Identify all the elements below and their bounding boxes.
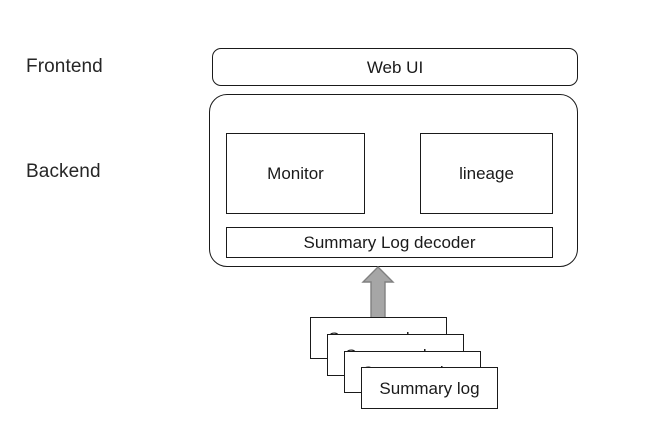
summary-log-document: Summary log	[361, 367, 498, 409]
upward-arrow-icon	[361, 266, 395, 323]
lineage-label: lineage	[459, 164, 514, 183]
summary-log-label: Summary log	[379, 378, 480, 398]
tier-label-backend: Backend	[26, 161, 101, 182]
lineage-box: lineage	[420, 133, 553, 214]
tier-label-frontend: Frontend	[26, 56, 103, 77]
web-ui-box: Web UI	[212, 48, 578, 86]
monitor-box: Monitor	[226, 133, 365, 214]
summary-log-decoder-label: Summary Log decoder	[303, 233, 476, 252]
monitor-label: Monitor	[267, 164, 324, 183]
web-ui-label: Web UI	[366, 57, 424, 77]
summary-log-decoder-box: Summary Log decoder	[226, 227, 553, 258]
